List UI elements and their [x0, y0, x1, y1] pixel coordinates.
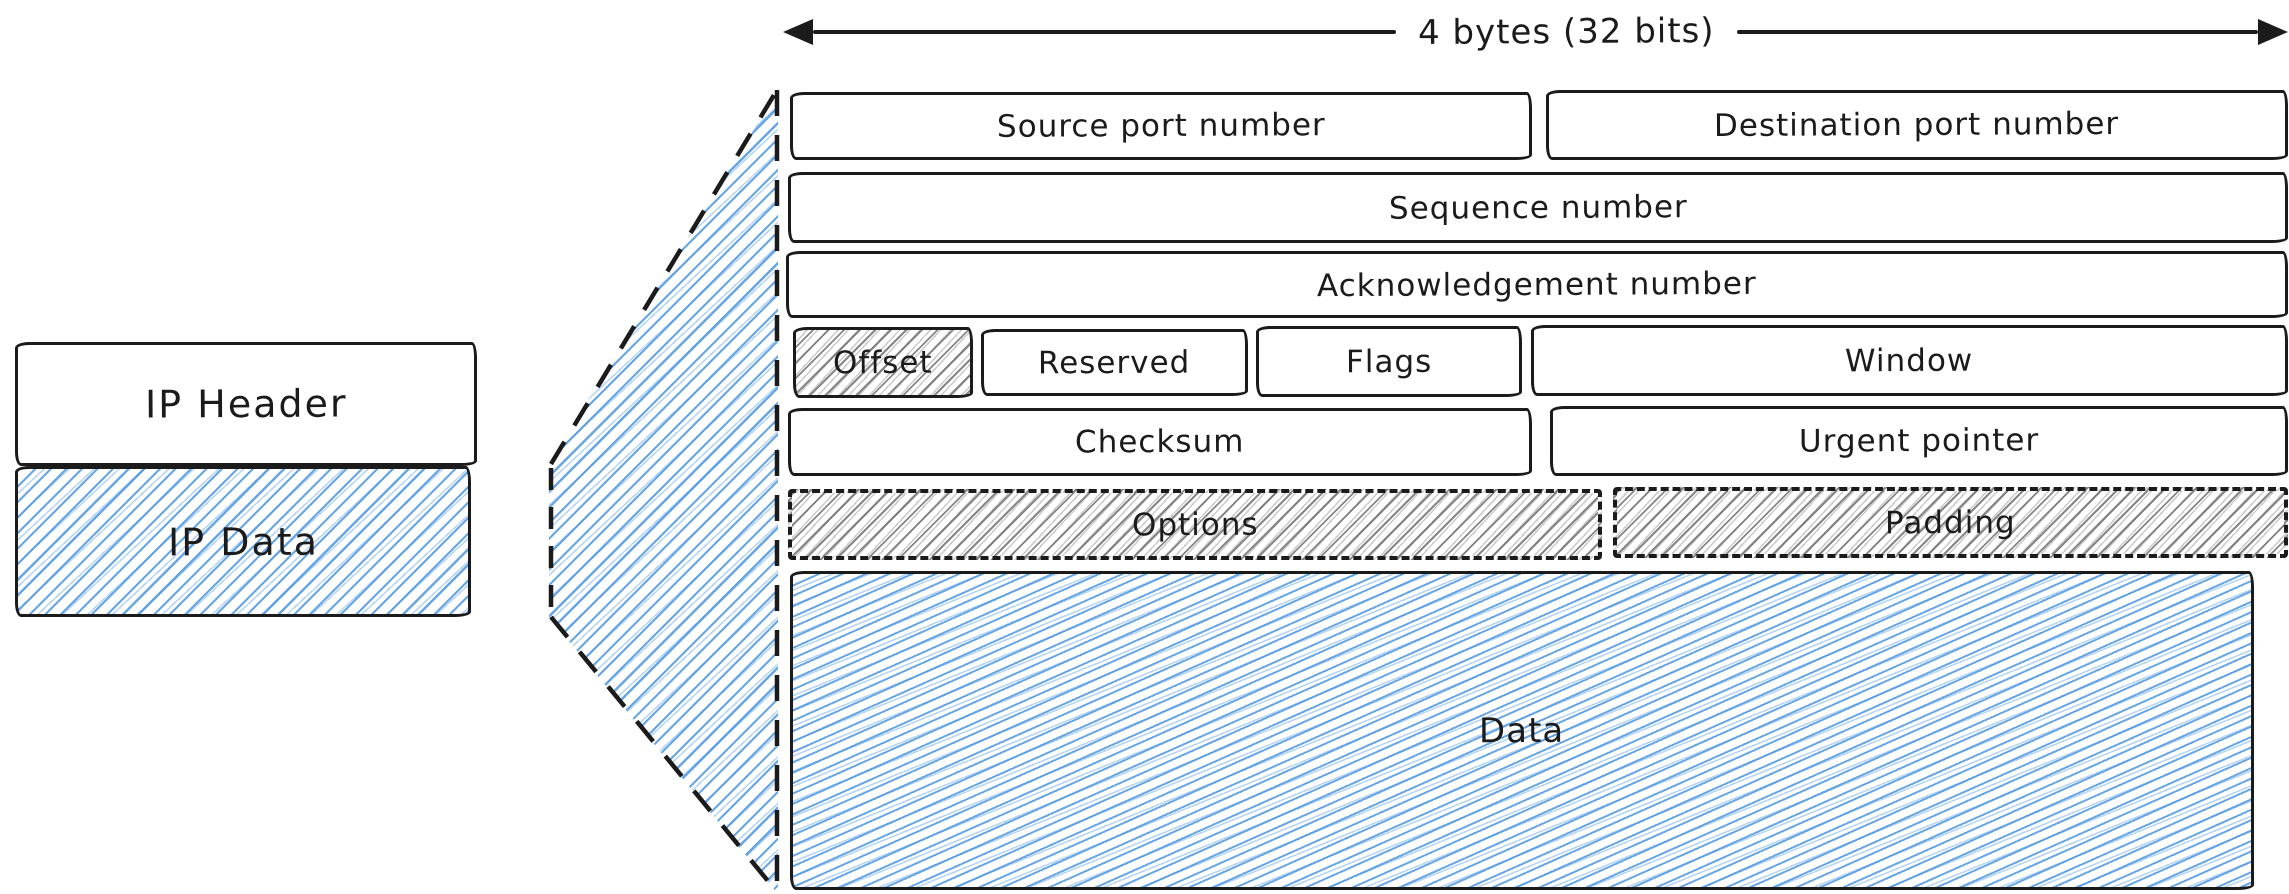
- left-arrowhead-icon: [783, 19, 813, 45]
- tcp-field-reserved: Reserved: [981, 329, 1248, 396]
- tcp-field-data: Data: [790, 571, 2254, 890]
- tcp-field-acknowledgement-number: Acknowledgement number: [786, 251, 2288, 318]
- arrow-line-right: [1737, 30, 2258, 34]
- right-arrowhead-icon: [2258, 19, 2288, 45]
- urgent-pointer-label: Urgent pointer: [1798, 422, 2040, 460]
- options-label: Options: [1131, 506, 1259, 543]
- tcp-field-checksum: Checksum: [788, 408, 1532, 476]
- window-label: Window: [1845, 342, 1974, 379]
- tcp-field-source-port: Source port number: [790, 92, 1532, 160]
- arrow-line-left: [813, 30, 1397, 34]
- width-arrow: 4 bytes (32 bits): [783, 8, 2288, 56]
- checksum-label: Checksum: [1075, 423, 1245, 461]
- flags-label: Flags: [1345, 343, 1433, 380]
- arrow-label: 4 bytes (32 bits): [1418, 10, 1716, 54]
- expansion-funnel: [549, 90, 778, 894]
- acknowledgement-number-label: Acknowledgement number: [1317, 265, 1757, 304]
- sequence-number-label: Sequence number: [1388, 188, 1688, 227]
- tcp-field-urgent-pointer: Urgent pointer: [1550, 406, 2288, 476]
- source-port-label: Source port number: [996, 107, 1326, 145]
- ip-data-label: IP Data: [167, 519, 319, 564]
- offset-label: Offset: [833, 344, 933, 381]
- tcp-field-flags: Flags: [1256, 326, 1522, 397]
- ip-data-box: IP Data: [15, 466, 471, 617]
- tcp-field-offset: Offset: [793, 327, 973, 398]
- ip-header-box: IP Header: [15, 342, 477, 466]
- data-label: Data: [1479, 710, 1565, 751]
- tcp-field-window: Window: [1531, 325, 2288, 396]
- tcp-field-options: Options: [788, 489, 1602, 560]
- reserved-label: Reserved: [1038, 344, 1191, 381]
- padding-label: Padding: [1885, 504, 2016, 541]
- destination-port-label: Destination port number: [1714, 105, 2120, 145]
- tcp-field-padding: Padding: [1613, 487, 2288, 558]
- ip-header-label: IP Header: [144, 381, 348, 427]
- tcp-field-destination-port: Destination port number: [1546, 90, 2288, 160]
- tcp-field-sequence-number: Sequence number: [788, 172, 2288, 243]
